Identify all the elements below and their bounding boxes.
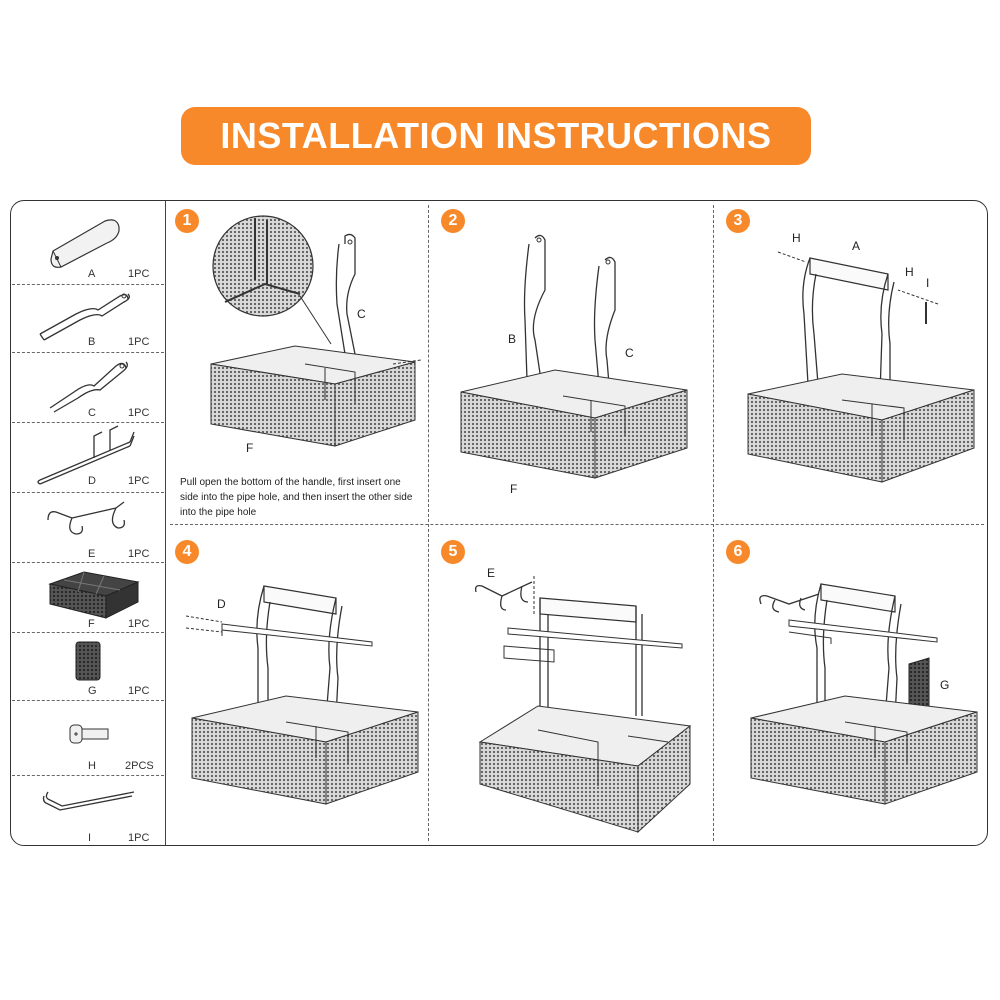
step-2-label-c: C [625,346,634,360]
step-2-badge: 2 [441,209,465,233]
part-letter: F [88,618,95,630]
step-4-illustration [185,585,419,805]
step-5-illustration [474,576,692,834]
step-1-label-f: F [246,441,254,455]
part-letter: E [88,548,96,560]
part-qty: 1PC [128,548,150,560]
part-qty: 1PC [128,407,150,419]
step-1-badge: 1 [175,209,199,233]
step-3-label-i: I [926,276,930,290]
mesh-panel-icon [75,641,101,681]
part-sep [12,422,164,423]
part-letter: G [88,685,97,697]
step-divider-1 [428,205,429,841]
step-3-badge: 3 [726,209,750,233]
part-letter: H [88,760,96,772]
part-qty: 1PC [128,336,150,348]
part-letter: C [88,407,96,419]
handle-frame-b-icon [39,293,130,341]
step-2-label-f: F [510,482,518,496]
hook-icon [47,501,126,535]
part-letter: B [88,336,96,348]
step-4-label-d: D [217,597,226,611]
step-6-label-g: G [940,678,950,692]
hex-key-icon [42,791,135,811]
part-letter: D [88,475,96,487]
part-letter: I [88,832,92,844]
part-qty: 1PC [128,618,150,630]
step-5-badge: 5 [441,540,465,564]
part-qty: 1PC [128,268,150,280]
page-title: INSTALLATION INSTRUCTIONS [220,115,772,156]
parts-divider [165,201,166,845]
part-sep [12,562,164,563]
screw-icon [69,724,109,744]
part-qty: 1PC [128,832,150,844]
part-sep [12,492,164,493]
step-1-label-c: C [357,307,366,321]
step-1-note: Pull open the bottom of the handle, firs… [180,477,413,518]
row-divider [170,524,984,525]
part-qty: 1PC [128,685,150,697]
part-letter: A [88,268,96,280]
step-3-illustration [747,251,975,483]
step-3-label-h2: H [905,265,914,279]
step-3-label-h: H [792,231,801,245]
step-6-badge: 6 [726,540,750,564]
step-5-label-e: E [487,566,496,580]
step-6-illustration [750,583,978,805]
step-3-label-a: A [852,239,861,253]
part-sep [12,700,164,701]
part-sep [12,632,164,633]
basket-icon [48,571,140,619]
part-qty: 2PCS [125,760,154,772]
part-qty: 1PC [128,475,150,487]
part-sep [12,284,164,285]
step-2-label-b: B [508,332,517,346]
handle-frame-c-icon [49,361,128,413]
part-sep [12,352,164,353]
title-banner: INSTALLATION INSTRUCTIONS [181,107,811,165]
instructions-frame [10,200,988,846]
step-1-illustration [210,215,422,447]
step-2-illustration [460,234,688,479]
part-sep [12,775,164,776]
towel-bar-icon [37,425,135,485]
step-divider-2 [713,205,714,841]
handle-grip-icon [50,219,120,268]
step-4-badge: 4 [175,540,199,564]
